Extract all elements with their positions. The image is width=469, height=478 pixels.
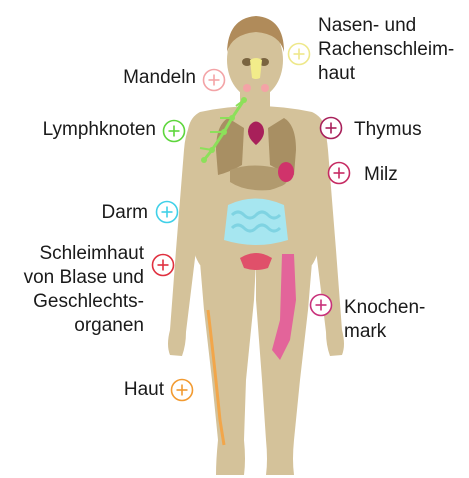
plus-circle-icon <box>155 200 179 224</box>
label-lymph-nodes: Lymphknoten <box>10 118 156 142</box>
plus-circle-icon <box>202 68 226 92</box>
label-mucosa-bladder-genitals: Schleimhaut von Blase und Geschlechts- o… <box>6 242 144 338</box>
label-thymus: Thymus <box>354 118 422 142</box>
plus-circle-icon <box>319 116 343 140</box>
label-intestine: Darm <box>84 201 148 225</box>
plus-circle-icon <box>309 293 333 317</box>
intestine <box>224 199 288 246</box>
plus-circle-icon <box>162 119 186 143</box>
label-bone-marrow: Knochen- mark <box>344 296 425 344</box>
plus-circle-icon <box>287 42 311 66</box>
label-skin: Haut <box>100 378 164 402</box>
label-nasal-mucosa: Nasen- und Rachenschleim- haut <box>318 14 454 86</box>
bladder-genitals <box>240 253 272 270</box>
spleen <box>278 162 294 182</box>
label-tonsils: Mandeln <box>96 66 196 90</box>
plus-circle-icon <box>327 161 351 185</box>
left-tonsil <box>243 84 251 92</box>
plus-circle-icon <box>170 378 194 402</box>
right-tonsil <box>261 84 269 92</box>
label-spleen: Milz <box>364 163 398 187</box>
plus-circle-icon <box>151 253 175 277</box>
left-leg <box>200 262 256 475</box>
nasal-mucosa <box>250 58 262 79</box>
